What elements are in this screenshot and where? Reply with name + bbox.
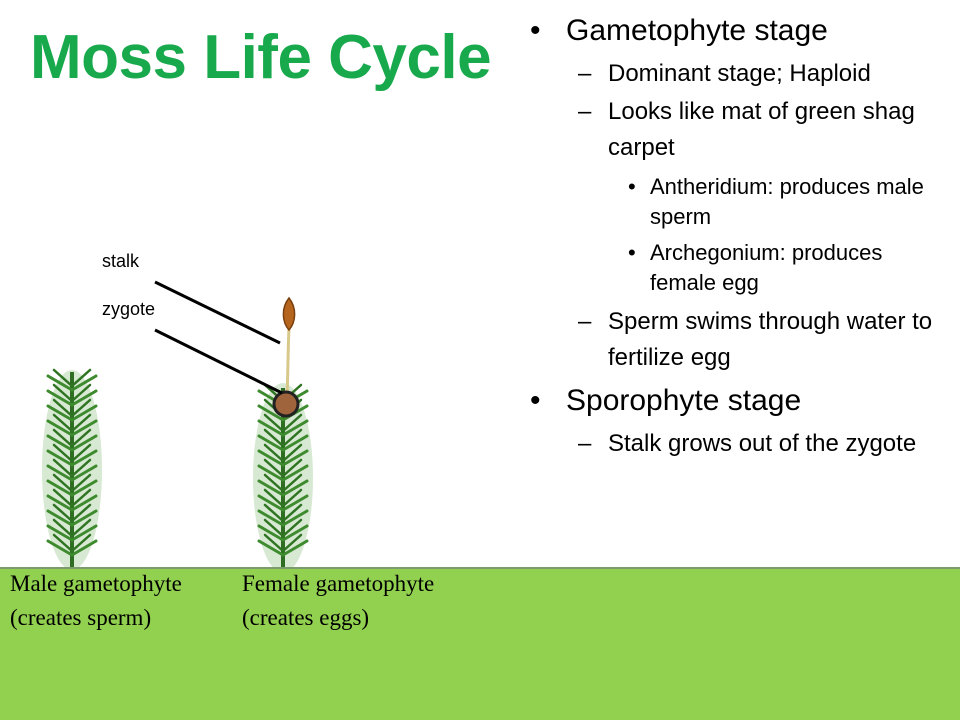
antheridium-item: Antheridium: produces male sperm xyxy=(526,172,946,232)
male-gametophyte-caption: Male gametophyte (creates sperm) xyxy=(10,571,182,630)
bullet-list: Gametophyte stage Dominant stage; Haploi… xyxy=(526,6,946,464)
page-title: Moss Life Cycle xyxy=(30,23,492,92)
male-moss-plant xyxy=(42,368,102,570)
archegonium-item: Archegonium: produces female egg xyxy=(526,238,946,298)
gametophyte-heading: Gametophyte stage xyxy=(526,14,946,48)
female-moss-plant xyxy=(253,383,313,573)
caption-band xyxy=(0,567,960,720)
sporophyte-heading: Sporophyte stage xyxy=(526,384,946,418)
sperm-item: Sperm swims through water to fertilize e… xyxy=(526,304,946,376)
stalk-label: stalk xyxy=(102,251,140,271)
dominant-item: Dominant stage; Haploid xyxy=(526,56,946,92)
female-gametophyte-caption: Female gametophyte (creates eggs) xyxy=(242,571,435,630)
zygote-circle xyxy=(272,390,300,418)
stalk-item: Stalk grows out of the zygote xyxy=(526,426,946,462)
sporophyte-stalk xyxy=(282,296,296,399)
looks-item: Looks like mat of green shag carpet xyxy=(526,94,946,166)
zygote-pointer-line xyxy=(154,328,283,395)
stalk-pointer-line xyxy=(154,280,281,345)
zygote-label: zygote xyxy=(102,299,156,319)
